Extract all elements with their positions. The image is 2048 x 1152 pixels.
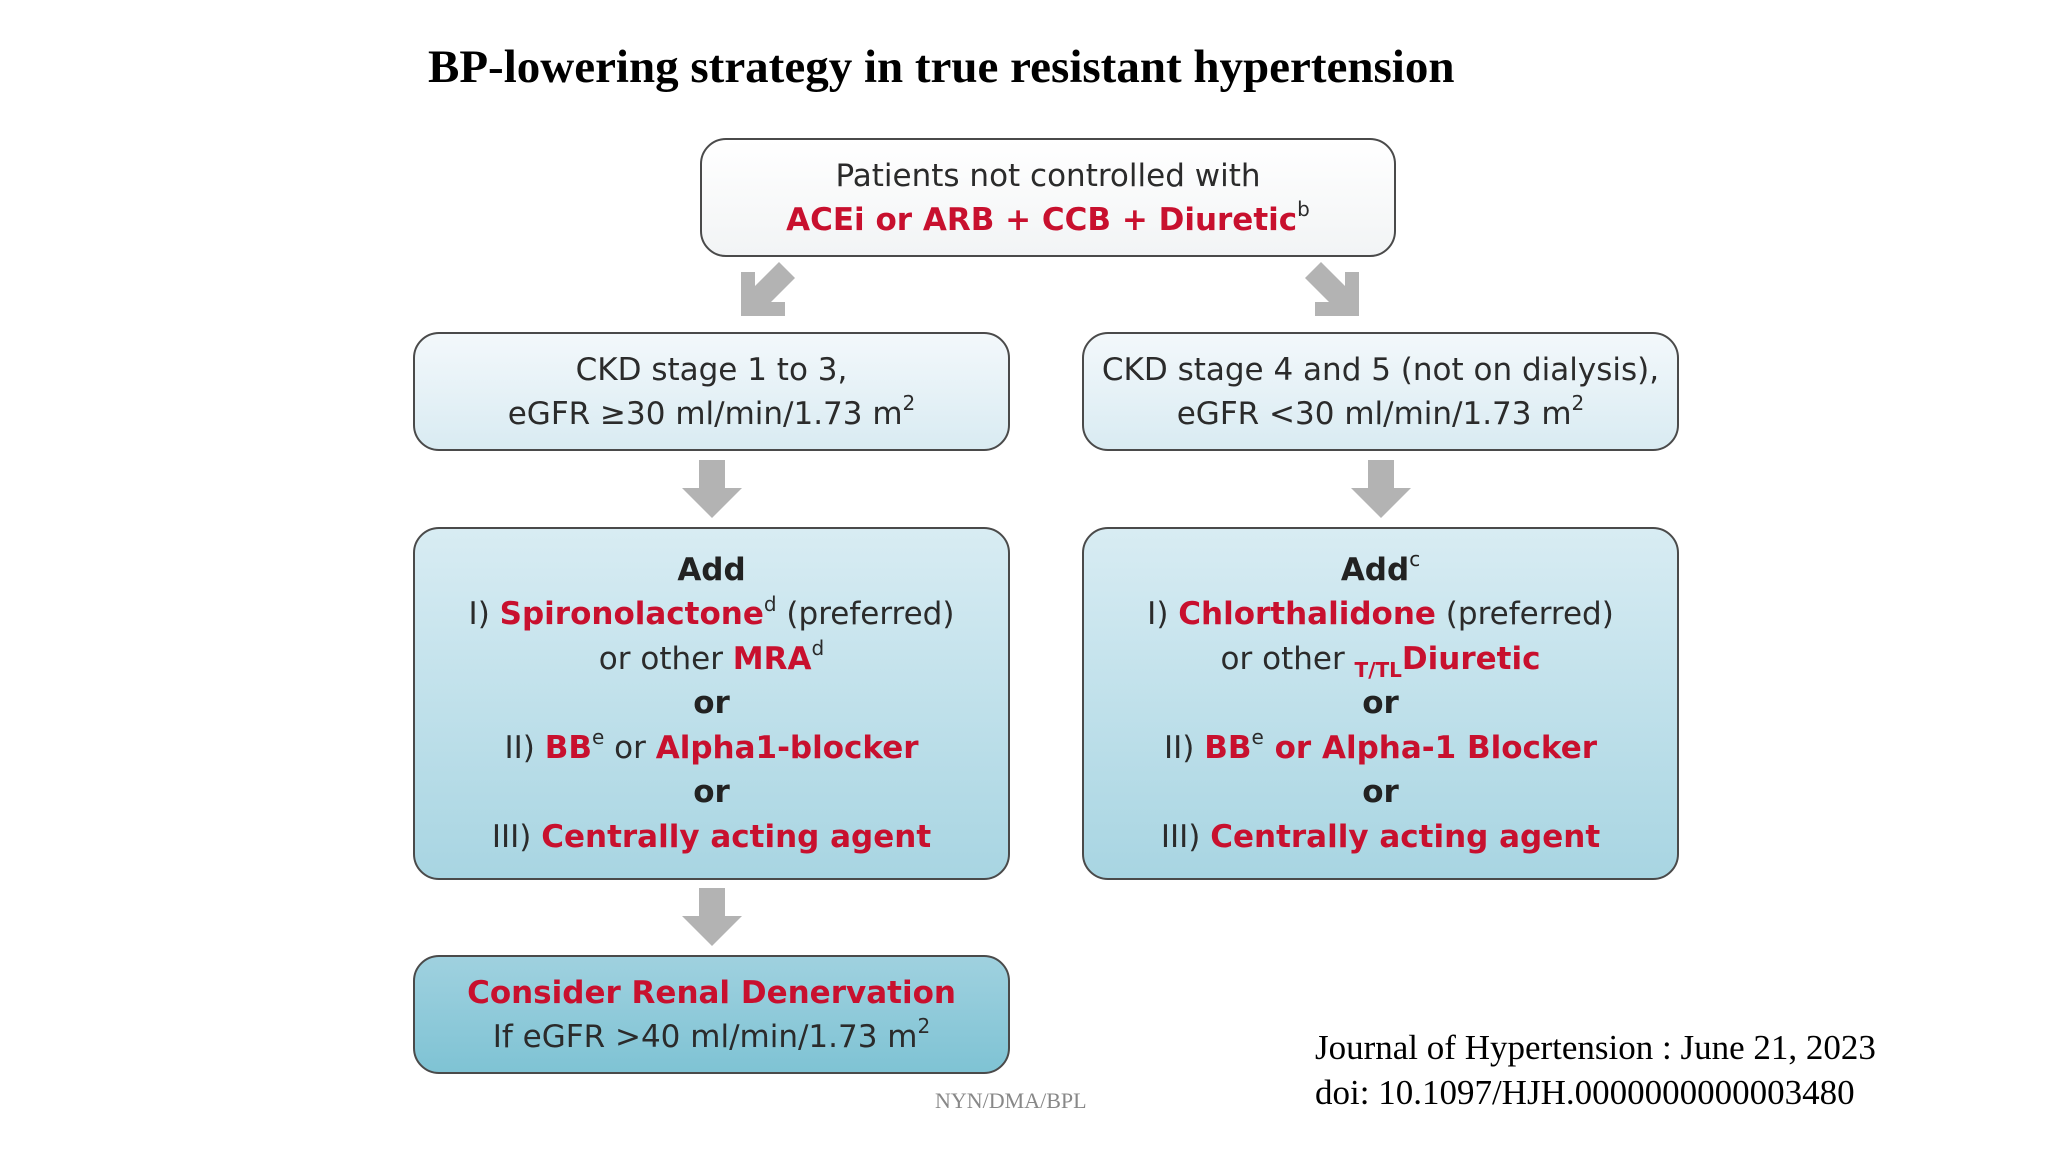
start-box-line2: ACEi or ARB + CCB + Diureticb xyxy=(786,198,1310,242)
arrow-down-left-icon xyxy=(682,460,742,518)
ckd-right-sup: 2 xyxy=(1571,391,1585,416)
or-other-text: or other xyxy=(1220,640,1355,677)
or-separator: or xyxy=(693,685,730,722)
add-left-option1b: or other MRAd xyxy=(599,637,824,682)
drug-mra: MRA xyxy=(732,640,812,677)
footnote-e: e xyxy=(1251,725,1264,750)
add-right-option3: III) Centrally acting agent xyxy=(1161,815,1600,860)
footnote-d: d xyxy=(763,591,777,616)
option-label: III) xyxy=(491,818,542,855)
renal-sup: 2 xyxy=(917,1014,931,1039)
ckd-right-line2: eGFR <30 ml/min/1.73 m2 xyxy=(1177,392,1585,436)
preferred-note: (preferred) xyxy=(1435,596,1614,633)
add-therapy-right-box: Addc I) Chlorthalidone (preferred) or ot… xyxy=(1082,527,1679,880)
or-text: or xyxy=(604,729,656,766)
option-label: III) xyxy=(1160,818,1211,855)
footnote-d: d xyxy=(811,636,825,661)
drug-chlorthalidone: Chlorthalidone xyxy=(1178,596,1436,633)
footnote-c: c xyxy=(1409,547,1421,572)
option-label: II) xyxy=(1163,729,1205,766)
footnote-e: e xyxy=(591,725,605,750)
drug-diuretic: Diuretic xyxy=(1401,640,1541,677)
arrow-down-right-icon xyxy=(1351,460,1411,518)
arrow-down-renal-icon xyxy=(682,888,742,946)
or-other-text: or other xyxy=(598,640,733,677)
add-left-option2: II) BBe or Alpha1-blocker xyxy=(504,726,918,771)
ckd-left-line1: CKD stage 1 to 3, xyxy=(575,351,848,388)
citation-doi: doi: 10.1097/HJH.0000000000003480 xyxy=(1315,1073,1855,1112)
option-label: I) xyxy=(468,596,500,633)
citation: Journal of Hypertension : June 21, 2023 … xyxy=(1315,1025,2015,1115)
egfr-threshold: If eGFR >40 ml/min/1.73 m xyxy=(492,1018,918,1055)
add-left-option1: I) Spironolactoned (preferred) xyxy=(469,592,955,637)
add-right-heading: Addc xyxy=(1341,548,1420,593)
renal-denervation-title: Consider Renal Denervation xyxy=(467,974,956,1011)
add-left-heading: Add xyxy=(677,551,746,588)
start-box: Patients not controlled with ACEi or ARB… xyxy=(700,138,1396,257)
ckd-stage-1-3-box: CKD stage 1 to 3, eGFR ≥30 ml/min/1.73 m… xyxy=(413,332,1010,451)
add-right-option1: I) Chlorthalidone (preferred) xyxy=(1147,592,1614,637)
arrow-diag-right-icon xyxy=(1305,262,1359,316)
renal-denervation-box: Consider Renal Denervation If eGFR >40 m… xyxy=(413,955,1010,1074)
or-separator: or xyxy=(1362,774,1399,811)
add-therapy-left-box: Add I) Spironolactoned (preferred) or ot… xyxy=(413,527,1010,880)
drug-alpha1-blocker: or Alpha-1 Blocker xyxy=(1263,729,1598,766)
footnote-b: b xyxy=(1297,197,1310,222)
drug-centrally-acting: Centrally acting agent xyxy=(541,818,932,855)
drug-bb: BB xyxy=(544,729,592,766)
ckd-stage-4-5-box: CKD stage 4 and 5 (not on dialysis), eGF… xyxy=(1082,332,1679,451)
author-initials: NYN/DMA/BPL xyxy=(935,1088,1087,1113)
start-box-line1: Patients not controlled with xyxy=(835,157,1261,194)
add-right-option2: II) BBe or Alpha-1 Blocker xyxy=(1164,726,1597,771)
or-separator: or xyxy=(693,774,730,811)
drug-spironolactone: Spironolactone xyxy=(499,596,764,633)
ckd-right-line1: CKD stage 4 and 5 (not on dialysis), xyxy=(1101,351,1660,388)
arrow-diag-left-icon xyxy=(741,262,795,316)
add-left-option3: III) Centrally acting agent xyxy=(492,815,931,860)
drug-bb: BB xyxy=(1204,729,1252,766)
renal-denervation-criteria: If eGFR >40 ml/min/1.73 m2 xyxy=(493,1015,930,1059)
drug-centrally-acting: Centrally acting agent xyxy=(1210,818,1601,855)
or-separator: or xyxy=(1362,685,1399,722)
diuretic-subscript: T/TL xyxy=(1354,657,1402,682)
add-heading-text: Add xyxy=(1340,551,1410,588)
ckd-left-line2: eGFR ≥30 ml/min/1.73 m2 xyxy=(508,392,916,436)
option-label: I) xyxy=(1147,596,1179,633)
ckd-left-sup: 2 xyxy=(902,391,916,416)
option-label: II) xyxy=(504,729,545,766)
preferred-note: (preferred) xyxy=(776,596,955,633)
baseline-regimen: ACEi or ARB + CCB + Diuretic xyxy=(786,201,1298,238)
drug-alpha1-blocker: Alpha1-blocker xyxy=(655,729,919,766)
ckd-right-egfr: eGFR <30 ml/min/1.73 m xyxy=(1176,395,1572,432)
slide-title: BP-lowering strategy in true resistant h… xyxy=(428,41,1455,93)
citation-journal: Journal of Hypertension : June 21, 2023 xyxy=(1315,1028,1876,1067)
ckd-left-egfr: eGFR ≥30 ml/min/1.73 m xyxy=(507,395,903,432)
add-right-option1b: or other T/TLDiuretic xyxy=(1221,637,1541,682)
